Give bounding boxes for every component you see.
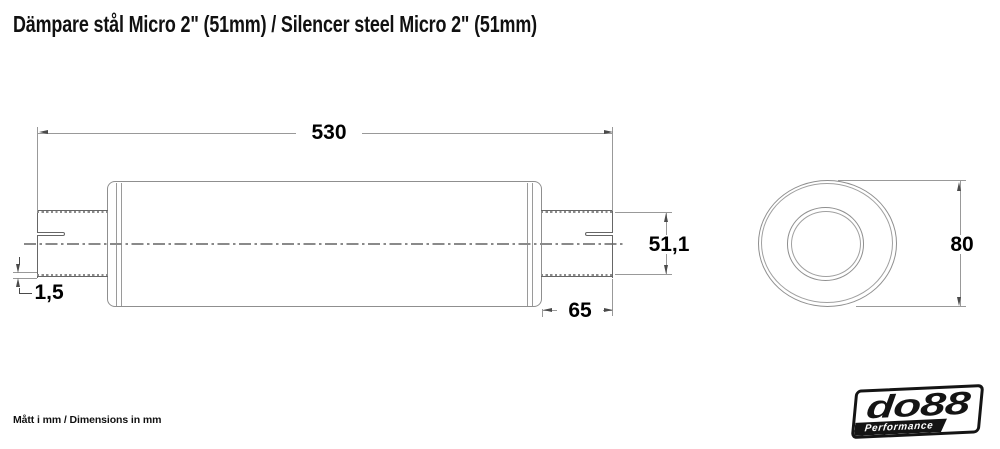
arrowhead-up <box>957 181 962 191</box>
outlet-pipe-top-edge <box>541 209 612 214</box>
extension-line <box>856 305 966 307</box>
extension-line <box>37 126 39 211</box>
leader-line <box>18 257 20 265</box>
arrowhead-up <box>16 278 21 288</box>
units-note: Mått i mm / Dimensions in mm <box>13 414 162 426</box>
body-diameter-dim-label: 80 <box>937 234 987 255</box>
outlet-pipe-slot <box>584 231 613 236</box>
extension-line <box>615 211 672 213</box>
extension-line <box>13 277 37 279</box>
arrowhead-down <box>957 296 962 306</box>
stub-length-dim-label: 65 <box>557 300 603 321</box>
outlet-pipe-end-edge <box>611 210 613 278</box>
leader-line <box>18 293 32 295</box>
leader-line <box>18 287 20 294</box>
extension-line <box>615 274 672 275</box>
outlet-pipe-bottom-edge <box>541 274 612 278</box>
logo-brand-text: do88 <box>864 384 972 426</box>
inlet-pipe-slot <box>36 231 66 236</box>
arrowhead-down <box>663 265 668 274</box>
arrowhead-right <box>603 308 613 313</box>
extension-line <box>612 126 614 211</box>
extension-line <box>541 308 543 317</box>
arrowhead-down <box>16 264 21 273</box>
end-view-body-inner-ring <box>761 183 894 304</box>
inlet-pipe-bottom-edge <box>37 274 108 278</box>
page-title: Dämpare stål Micro 2" (51mm) / Silencer … <box>13 11 537 37</box>
arrowhead-right <box>603 130 613 135</box>
extension-line <box>611 279 613 316</box>
arrowhead-left <box>38 130 48 135</box>
inlet-pipe-top-edge <box>37 209 108 214</box>
inlet-pipe-end-edge <box>36 210 38 278</box>
end-view-pipe-outer-ring <box>786 207 865 281</box>
extension-line <box>13 272 37 274</box>
extension-line <box>838 180 966 182</box>
arrowhead-left <box>542 308 552 313</box>
center-line <box>24 243 626 245</box>
pipe-diameter-dim-label: 51,1 <box>642 234 696 255</box>
wall-thickness-dim-label: 1,5 <box>32 280 66 304</box>
do88-logo: do88 Performance <box>850 383 985 440</box>
end-view-pipe-inner-ring <box>790 211 861 278</box>
overall-length-dim-label: 530 <box>296 122 362 143</box>
end-view-body-outer-ring <box>757 179 897 307</box>
arrowhead-up <box>663 213 668 223</box>
